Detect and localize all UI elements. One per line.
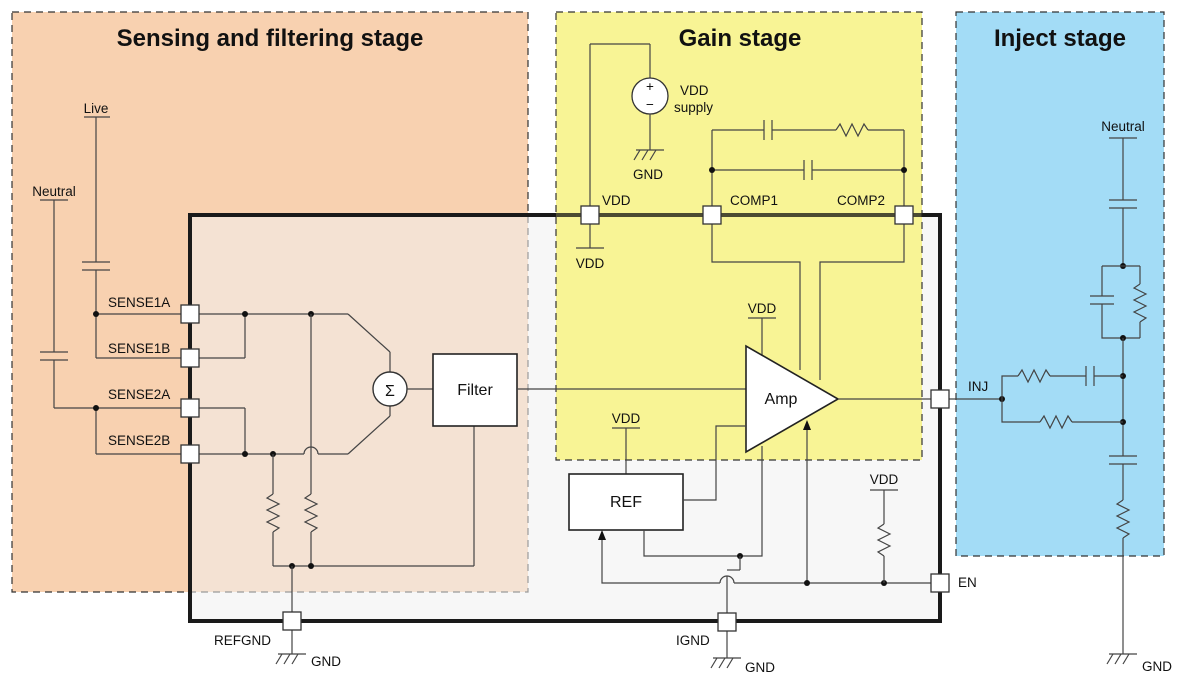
pin-sense1b	[180, 348, 200, 368]
ignd-label: IGND	[676, 633, 710, 648]
sense1a-label: SENSE1A	[108, 295, 170, 310]
filter-label: Filter	[457, 382, 493, 399]
sense2b-label: SENSE2B	[108, 433, 170, 448]
svg-text:+: +	[646, 79, 654, 94]
summing-symbol: Σ	[385, 383, 395, 400]
vdd-supply-label-2: supply	[674, 100, 713, 115]
pin-en	[930, 573, 950, 593]
sense2a-label: SENSE2A	[108, 387, 170, 402]
sensing-stage-title: Sensing and filtering stage	[117, 25, 424, 52]
neutral-right-label: Neutral	[1101, 119, 1145, 134]
vdd-supply-label-1: VDD	[680, 83, 709, 98]
neutral-left-label: Neutral	[32, 184, 76, 199]
sense1b-label: SENSE1B	[108, 341, 170, 356]
refgnd-label: REFGND	[214, 633, 271, 648]
gnd-ignd-label: GND	[745, 660, 775, 675]
inject-stage-region	[955, 11, 1165, 557]
gnd-inject-label: GND	[1142, 659, 1172, 674]
live-label: Live	[84, 101, 109, 116]
vdd-amp-label: VDD	[748, 301, 777, 316]
svg-text:−: −	[646, 97, 654, 112]
pin-inj	[930, 389, 950, 409]
ref-block	[568, 473, 684, 531]
vdd-ref-label: VDD	[612, 411, 641, 426]
vdd-en-label: VDD	[870, 472, 899, 487]
gain-stage-region	[555, 11, 923, 461]
gnd-supply-label: GND	[633, 167, 663, 182]
comp1-label: COMP1	[730, 193, 778, 208]
en-label: EN	[958, 575, 977, 590]
inject-stage-title: Inject stage	[994, 25, 1126, 52]
amp-label: Amp	[765, 391, 798, 408]
pin-sense2a	[180, 398, 200, 418]
gnd-refgnd-label: GND	[311, 654, 341, 669]
comp2-label: COMP2	[837, 193, 885, 208]
pin-refgnd	[282, 611, 302, 631]
pin-ignd	[717, 612, 737, 632]
ref-label: REF	[610, 494, 642, 511]
pin-comp1	[702, 205, 722, 225]
filter-block	[432, 353, 518, 427]
inj-label: INJ	[968, 379, 988, 394]
pin-comp2	[894, 205, 914, 225]
gain-stage-title: Gain stage	[679, 25, 802, 52]
vdd-ext-label: VDD	[576, 256, 605, 271]
pin-vdd	[580, 205, 600, 225]
pin-sense2b	[180, 444, 200, 464]
vdd-pin-label: VDD	[602, 193, 631, 208]
pin-sense1a	[180, 304, 200, 324]
amp-block	[745, 344, 840, 454]
